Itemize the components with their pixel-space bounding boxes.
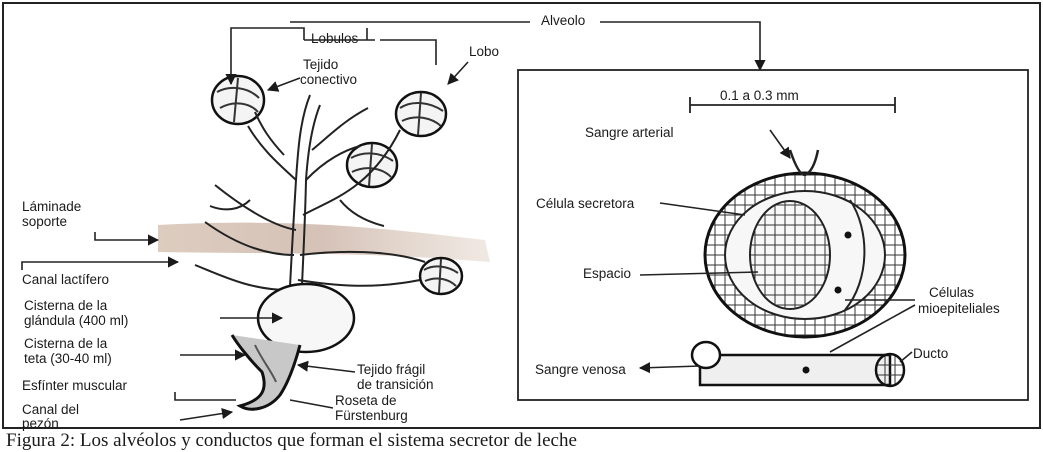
- label-cisterna-teta-2: teta (30-40 ml): [24, 351, 112, 366]
- label-ducto: Ducto: [913, 346, 948, 361]
- label-sangre-venosa: Sangre venosa: [535, 362, 626, 377]
- label-cisterna-glandula-2: glándula (400 ml): [24, 313, 128, 328]
- label-celula-secretora: Célula secretora: [536, 196, 635, 211]
- alveolus: [705, 173, 905, 337]
- lobule-2: [396, 92, 446, 136]
- label-alveolo: Alveolo: [541, 13, 585, 28]
- label-cisterna-glandula-1: Cisterna de la: [24, 298, 108, 313]
- left-leader-lines: [22, 22, 760, 420]
- label-roseta-1: Roseta de: [335, 393, 397, 408]
- teat: [232, 335, 300, 409]
- label-sangre-arterial: Sangre arterial: [585, 125, 674, 140]
- label-tejido-fragil-1: Tejido frágil: [357, 362, 425, 377]
- label-canal-pezon-1: Canal del: [22, 402, 79, 417]
- label-lobo: Lobo: [469, 44, 499, 59]
- artery: [790, 150, 818, 175]
- label-lobulos: Lobulos: [311, 31, 359, 46]
- label-cisterna-teta-1: Cisterna de la: [24, 336, 108, 351]
- support-lamina-band: [158, 223, 490, 262]
- label-canal-pezon-2: pezón: [22, 416, 59, 431]
- label-scale: 0.1 a 0.3 mm: [720, 88, 799, 103]
- figure-caption: Figura 2: Los alvéolos y conductos que f…: [6, 430, 577, 451]
- duct-cylinder: [692, 342, 904, 386]
- label-roseta-2: Fürstenburg: [335, 408, 408, 423]
- label-tejido-conectivo-2: conectivo: [300, 72, 357, 87]
- label-esfinter: Esfínter muscular: [22, 378, 128, 393]
- label-celulas-mio-1: Células: [929, 285, 974, 300]
- label-tejido-fragil-2: de transición: [357, 377, 434, 392]
- label-lamina-2: soporte: [22, 214, 67, 229]
- label-lamina-1: Láminade: [22, 199, 81, 214]
- label-celulas-mio-2: mioepiteliales: [918, 301, 1000, 316]
- label-canal-lactifero: Canal lactífero: [22, 272, 109, 287]
- lobule-4: [420, 258, 462, 294]
- label-espacio: Espacio: [583, 266, 631, 281]
- label-tejido-conectivo-1: Tejido: [303, 57, 338, 72]
